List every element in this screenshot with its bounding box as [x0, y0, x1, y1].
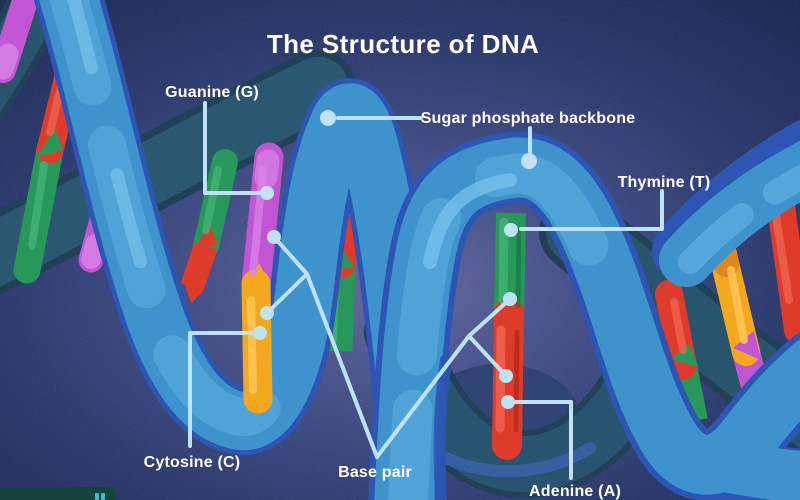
callout-thymine: [504, 189, 664, 237]
callout-adenine: [501, 395, 573, 480]
callout-base-pair: [260, 230, 517, 459]
base-rod-thymine-adenine: [492, 212, 526, 460]
label-cytosine: Cytosine (C): [144, 454, 241, 471]
callout-adenine-dot: [501, 395, 515, 409]
callout-thymine-dot: [504, 223, 518, 237]
callout-sugar-backbone: [320, 110, 537, 169]
callout-sugar-dot-left: [320, 110, 336, 126]
partial-logo: [0, 487, 116, 500]
page-title: The Structure of DNA: [267, 29, 539, 59]
backbone-ribbon-arch: [368, 131, 800, 500]
label-guanine: Guanine (G): [165, 84, 259, 101]
callout-guanine-dot: [260, 186, 274, 200]
base-rod-guanine-cytosine: [241, 142, 284, 414]
callout-guanine: [203, 101, 274, 200]
callout-cytosine-dot: [253, 326, 267, 340]
base-rod-green-red-left: [180, 149, 238, 303]
callout-cytosine: [188, 326, 267, 448]
label-adenine: Adenine (A): [529, 483, 621, 500]
base-rod-red-far-right: [767, 192, 800, 344]
callouts: [188, 101, 664, 480]
base-rod-purple-far-left: [0, 0, 37, 83]
backbone-ribbon-top-right: [652, 119, 800, 287]
label-base-pair: Base pair: [338, 464, 412, 481]
callout-sugar-dot-bottom: [521, 153, 537, 169]
label-thymine: Thymine (T): [618, 174, 711, 191]
label-sugar-phosphate-backbone: Sugar phosphate backbone: [421, 110, 636, 127]
